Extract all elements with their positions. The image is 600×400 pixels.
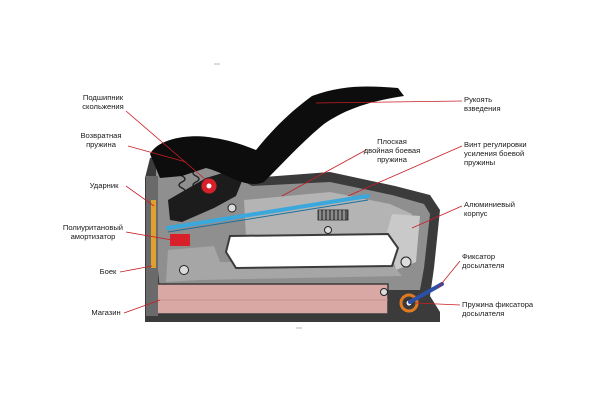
label-cocking-handle-line-1: Рукоять xyxy=(464,95,493,104)
label-striker-line-1: Ударник xyxy=(89,181,119,190)
striker-blade xyxy=(151,200,156,268)
label-return-spring: Возвратная пружина xyxy=(72,131,130,149)
label-side: Боек xyxy=(96,267,120,276)
label-latch-spring: Пружина фиксатора досылателя xyxy=(462,300,533,318)
adjustment-screw xyxy=(317,209,349,221)
label-cocking-handle: Рукоять взведения xyxy=(464,95,501,113)
label-leaf-spring-line-3: пружина xyxy=(377,155,407,164)
label-damper-line-1: Полиуританoвый xyxy=(62,223,124,232)
label-feeder-latch-line-2: досылателя xyxy=(462,261,505,270)
magazine xyxy=(155,283,389,315)
label-feeder-latch-line-1: Фиксатор xyxy=(462,252,496,261)
label-latch-spring-line-1: Пружина фиксатора xyxy=(462,300,534,309)
label-return-spring-line-2: пружина xyxy=(86,140,116,149)
polyurethane-damper xyxy=(170,234,190,246)
label-leaf-spring-line-1: Плоская xyxy=(377,137,407,146)
grip-opening xyxy=(224,232,400,270)
label-bearing-line-1: Подшипник xyxy=(82,93,124,102)
label-damper-line-2: амортизатор xyxy=(70,232,116,241)
leader-lines xyxy=(119,100,463,314)
housing-rivets xyxy=(179,203,412,296)
label-latch-spring-line-2: досылателя xyxy=(462,309,505,318)
label-side-line-1: Боек xyxy=(99,267,117,276)
cocking-handle xyxy=(150,86,404,185)
label-adjust-screw-line-2: усиления боевой xyxy=(464,149,525,158)
label-damper: Полиуританoвый амортизатор xyxy=(58,223,128,241)
label-adjust-screw: Винт регулировки усиления боевой пружины xyxy=(464,140,527,167)
label-leaf-spring-line-2: двойная боевая xyxy=(363,146,421,155)
cocking-lever xyxy=(168,172,244,222)
label-housing-line-2: корпус xyxy=(464,209,488,218)
label-bearing-line-2: скольжения xyxy=(82,102,124,111)
label-adjust-screw-line-1: Винт регулировки xyxy=(464,140,527,149)
label-magazine: Магазин xyxy=(88,308,124,317)
leaf-spring-edge xyxy=(167,199,369,233)
feeder-latch xyxy=(408,282,444,304)
label-cocking-handle-line-2: взведения xyxy=(464,104,501,113)
label-leaf-spring: Плоская двойная боевая пружина xyxy=(356,137,428,164)
label-bearing: Подшипник скольжения xyxy=(74,93,132,111)
label-feeder-latch: Фиксатор досылателя xyxy=(462,252,504,270)
label-housing-line-1: Алюминиевый xyxy=(464,200,515,209)
label-magazine-line-1: Магазин xyxy=(91,308,121,317)
label-return-spring-line-1: Возвратная xyxy=(80,131,122,140)
label-adjust-screw-line-3: пружины xyxy=(464,158,496,167)
label-housing: Алюминиевый корпус xyxy=(464,200,515,218)
label-striker: Ударник xyxy=(80,181,128,190)
slide-bearing-hub xyxy=(206,183,212,189)
leaf-spring xyxy=(166,194,370,230)
